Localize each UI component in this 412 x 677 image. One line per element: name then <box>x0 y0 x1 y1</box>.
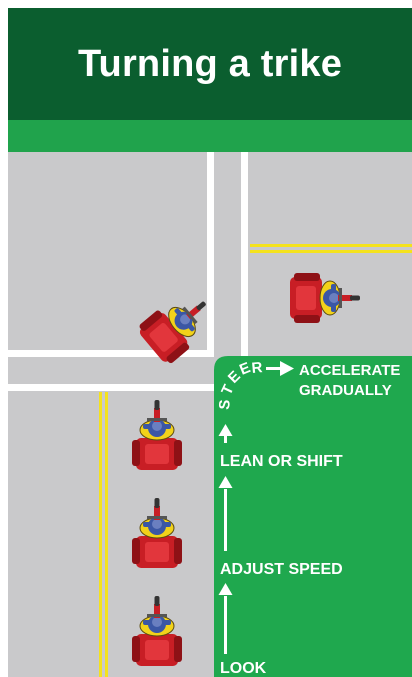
arrow-shaft <box>224 489 227 551</box>
center-line <box>250 250 412 253</box>
road-line <box>8 384 248 391</box>
label-steer-r: R <box>251 359 263 377</box>
road-line <box>207 152 214 357</box>
arrow-shaft <box>224 435 227 443</box>
label-gradually: GRADUALLY <box>299 382 392 399</box>
road-line <box>241 152 248 390</box>
center-line <box>99 392 102 677</box>
arrow-shaft <box>266 367 282 370</box>
corner-green <box>214 356 412 677</box>
label-look: LOOK <box>220 660 267 677</box>
label-lean-or-shift: LEAN OR SHIFT <box>220 453 343 470</box>
label-steer-s: S <box>216 399 234 410</box>
center-line <box>250 244 412 247</box>
label-accelerate: ACCELERATE <box>299 362 400 379</box>
label-adjust-speed: ADJUST SPEED <box>220 561 343 578</box>
center-line <box>105 392 108 677</box>
arrow-shaft <box>224 596 227 654</box>
